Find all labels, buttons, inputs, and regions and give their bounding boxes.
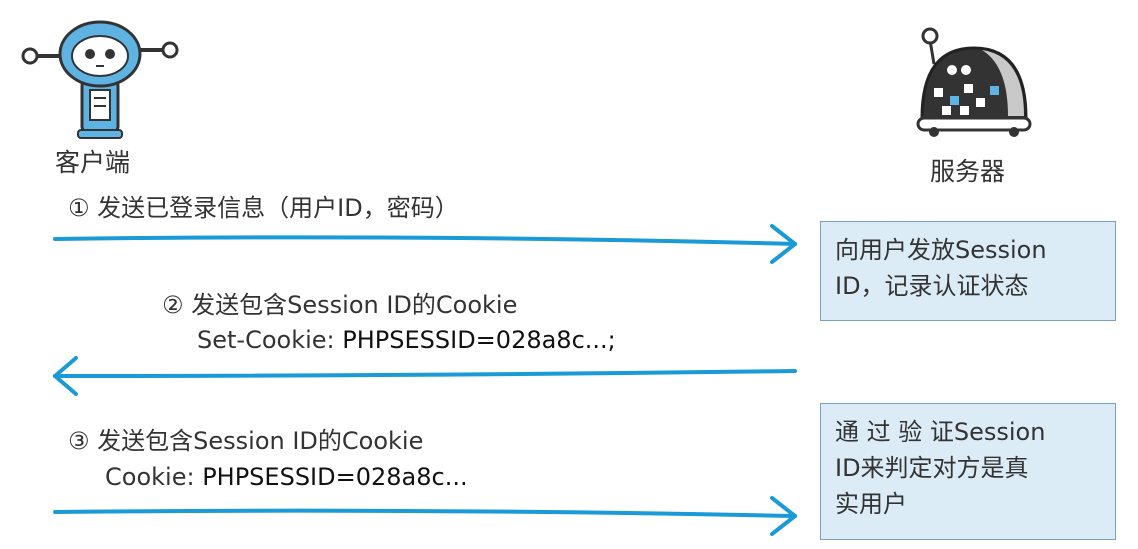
step-2-number: ②	[162, 291, 184, 319]
arrowhead-step-3	[770, 496, 797, 536]
step-3-text: 发送包含Session ID的Cookie	[97, 427, 424, 455]
client-label: 客户端	[55, 148, 131, 177]
step-3-header-name: Cookie:	[105, 463, 195, 491]
step-1-text: 发送已登录信息（用户ID，密码）	[97, 194, 459, 222]
server-note-verify-session: 通 过 验 证Session ID来判定对方是真 实用户	[820, 403, 1116, 540]
server-note-issue-session: 向用户发放Session ID，记录认证状态	[820, 221, 1116, 321]
step-2-label: ② 发送包含Session ID的Cookie	[162, 287, 517, 323]
step-3-header-value: PHPSESSID=028a8c...	[202, 463, 468, 491]
server-note-2-line-3: 实用户	[835, 490, 907, 518]
arrowhead-step-2	[53, 356, 78, 396]
server-label: 服务器	[930, 157, 1006, 186]
arrowhead-step-1	[770, 224, 797, 264]
client-robot-icon	[21, 20, 179, 139]
step-3-label: ③ 发送包含Session ID的Cookie	[68, 423, 423, 459]
server-note-2-line-1: 通 过 验 证Session	[835, 418, 1046, 446]
step-3-number: ③	[68, 427, 90, 455]
step-1-label: ① 发送已登录信息（用户ID，密码）	[68, 190, 459, 226]
arrow-step-1	[53, 235, 797, 246]
step-2-text: 发送包含Session ID的Cookie	[191, 291, 518, 319]
step-2-header: Set-Cookie: PHPSESSID=028a8c...;	[197, 322, 616, 358]
step-1-number: ①	[68, 194, 90, 222]
step-2-header-name: Set-Cookie:	[197, 326, 335, 354]
server-note-2-line-2: ID来判定对方是真	[835, 454, 1029, 482]
step-2-header-value: PHPSESSID=028a8c...;	[342, 326, 616, 354]
arrow-step-3	[53, 508, 797, 518]
arrow-step-2	[53, 369, 797, 378]
server-note-1-line-1: 向用户发放Session	[835, 236, 1047, 264]
server-robot-icon	[916, 27, 1032, 137]
server-note-1-line-2: ID，记录认证状态	[835, 272, 1029, 300]
step-3-header: Cookie: PHPSESSID=028a8c...	[105, 459, 468, 495]
